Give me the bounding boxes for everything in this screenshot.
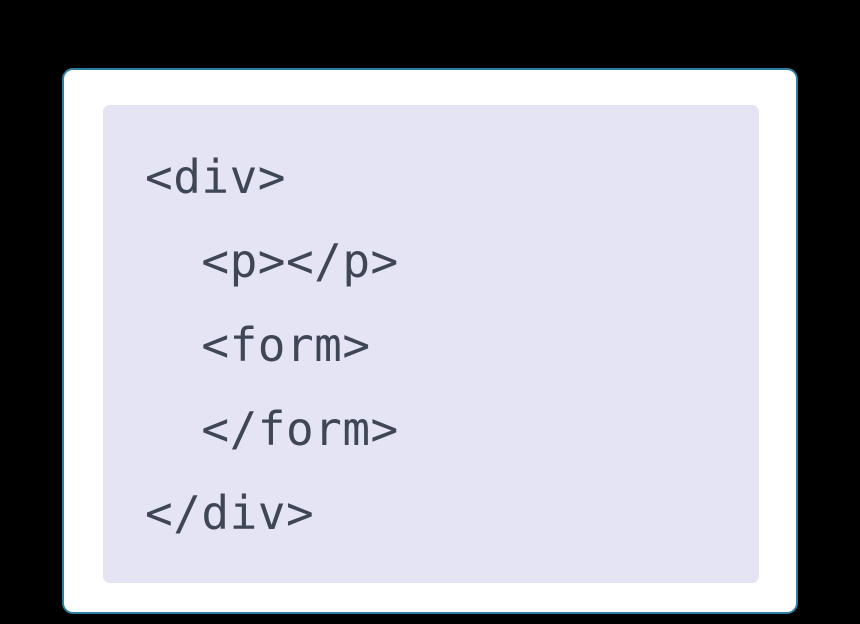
code-card: <div> <p></p> <form> </form> </div> (62, 68, 798, 614)
code-line: <p></p> (145, 234, 399, 288)
code-line: <div> (145, 150, 286, 204)
code-line: <form> (145, 318, 371, 372)
code-line: </form> (145, 402, 399, 456)
code-block: <div> <p></p> <form> </form> </div> (103, 105, 759, 583)
code-line: </div> (145, 486, 315, 540)
